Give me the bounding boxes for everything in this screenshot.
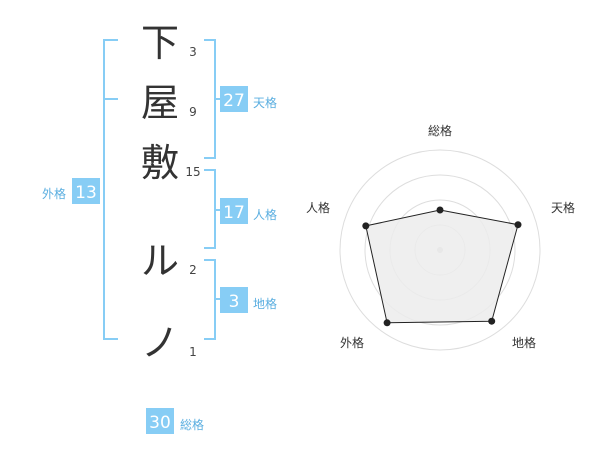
gaikaku-box: 外格 13 <box>42 178 100 204</box>
radar-ring-3 <box>364 174 516 326</box>
gaikaku-label: 外格 <box>42 186 66 201</box>
radar-point-4 <box>383 319 391 327</box>
brackets <box>103 39 220 340</box>
stroke-count-3: 15 <box>185 165 200 179</box>
gaikaku-value: 13 <box>75 183 97 203</box>
radar-label-soukaku: 総格 <box>428 123 452 138</box>
jinkaku-label: 人格 <box>253 207 277 222</box>
radar-data-polygon <box>365 209 519 324</box>
radar-ring-4 <box>339 149 541 351</box>
tenkaku-bracket <box>204 39 216 159</box>
soukaku-box: 30 総格 <box>146 408 204 434</box>
name-char-2: 屋 <box>141 81 179 125</box>
name-char-3: 敷 <box>141 141 179 185</box>
radar-points <box>362 206 522 327</box>
chikaku-bracket <box>204 259 216 340</box>
tenkaku-label: 天格 <box>253 95 277 110</box>
jinkaku-value: 17 <box>223 203 245 223</box>
jinkaku-bracket <box>204 169 216 249</box>
name-char-1: 下 <box>141 21 179 65</box>
gaikaku-bracket <box>103 39 118 340</box>
stroke-count-2: 9 <box>189 105 197 119</box>
name-characters: 下 屋 敷 ル ノ <box>141 21 179 365</box>
name-char-5: ノ <box>141 321 179 365</box>
stroke-count-1: 3 <box>189 45 197 59</box>
soukaku-label: 総格 <box>180 417 204 432</box>
radar-label-gaikaku: 外格 <box>340 335 364 350</box>
radar-point-3 <box>488 317 496 325</box>
tenkaku-box: 27 天格 <box>220 86 277 112</box>
name-char-4: ル <box>141 239 179 283</box>
soukaku-value: 30 <box>149 413 171 433</box>
stroke-count-4: 2 <box>189 263 197 277</box>
chikaku-label: 地格 <box>253 296 277 311</box>
radar-point-5 <box>362 222 370 230</box>
chikaku-box: 3 地格 <box>220 287 277 313</box>
radar-point-2 <box>514 221 522 229</box>
jinkaku-box: 17 人格 <box>220 198 277 224</box>
stroke-count-5: 1 <box>189 345 197 359</box>
radar-chart: 総格 天格 地格 外格 人格 <box>306 123 575 351</box>
radar-label-jinkaku: 人格 <box>306 200 330 215</box>
tenkaku-value: 27 <box>223 91 245 111</box>
radar-axis-labels: 総格 天格 地格 外格 人格 <box>306 123 575 350</box>
stroke-counts: 3 9 15 2 1 <box>185 45 200 359</box>
radar-label-chikaku: 地格 <box>512 335 536 350</box>
radar-label-tenkaku: 天格 <box>551 200 575 215</box>
radar-point-1 <box>436 206 444 214</box>
chikaku-value: 3 <box>229 292 240 312</box>
